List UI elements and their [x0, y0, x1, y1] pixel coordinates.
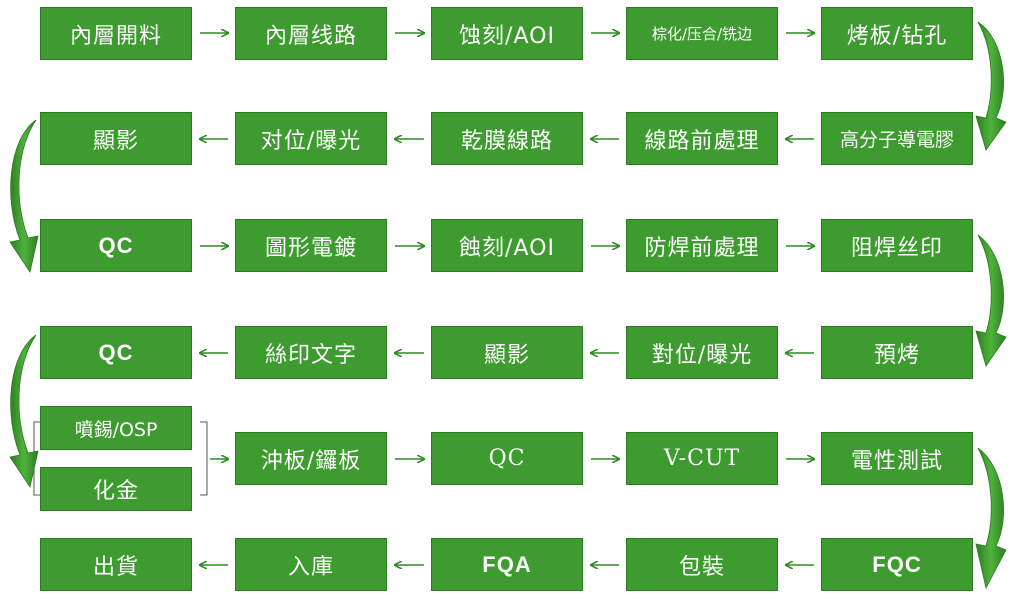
step-punching-routing: 沖板/鑼板 — [235, 432, 387, 485]
step-hasl-osp: 噴錫/OSP — [40, 406, 192, 450]
step-warehousing: 入庫 — [235, 538, 387, 591]
step-alignment-exposure-2: 對位/曝光 — [626, 326, 778, 379]
turn-arrow-right-2 — [975, 234, 1007, 367]
step-developing-1: 顯影 — [40, 112, 192, 165]
step-v-cut: V-CUT — [626, 432, 778, 485]
turn-arrow-right-3 — [975, 447, 1007, 590]
step-browning-lamination-milling: 棕化/压合/铣边 — [626, 7, 778, 60]
step-qc-2: QC — [40, 326, 192, 379]
step-alignment-exposure-1: 对位/曝光 — [235, 112, 387, 165]
step-dry-film-circuit: 乾膜線路 — [431, 112, 583, 165]
step-circuit-pretreatment: 線路前處理 — [626, 112, 778, 165]
step-inner-layer-circuit: 內層线路 — [235, 7, 387, 60]
step-pattern-plating: 圖形電鍍 — [235, 219, 387, 272]
step-electrical-test: 電性測試 — [821, 432, 973, 485]
turn-arrow-left-1 — [9, 119, 39, 274]
step-etching-aoi-2: 蝕刻/AOI — [431, 219, 583, 272]
step-conductive-polymer: 高分子導電膠 — [821, 112, 973, 165]
turn-arrow-left-2 — [9, 334, 39, 489]
step-qc-3: QC — [431, 432, 583, 485]
step-fqa: FQA — [431, 538, 583, 591]
step-etching-aoi-1: 蚀刻/AOI — [431, 7, 583, 60]
step-immersion-gold: 化金 — [40, 467, 192, 511]
step-solder-mask-pretreatment: 防焊前處理 — [626, 219, 778, 272]
step-baking-drilling: 烤板/钻孔 — [821, 7, 973, 60]
step-legend-printing: 絲印文字 — [235, 326, 387, 379]
step-fqc: FQC — [821, 538, 973, 591]
turn-arrow-right-1 — [975, 21, 1007, 151]
bracket-right — [200, 421, 208, 496]
step-qc-1: QC — [40, 219, 192, 272]
step-pre-baking: 預烤 — [821, 326, 973, 379]
step-packaging: 包裝 — [626, 538, 778, 591]
step-inner-layer-cutting: 內層開料 — [40, 7, 192, 60]
step-developing-2: 顯影 — [431, 326, 583, 379]
step-solder-mask-print: 阻焊丝印 — [821, 219, 973, 272]
step-shipping: 出貨 — [40, 538, 192, 591]
